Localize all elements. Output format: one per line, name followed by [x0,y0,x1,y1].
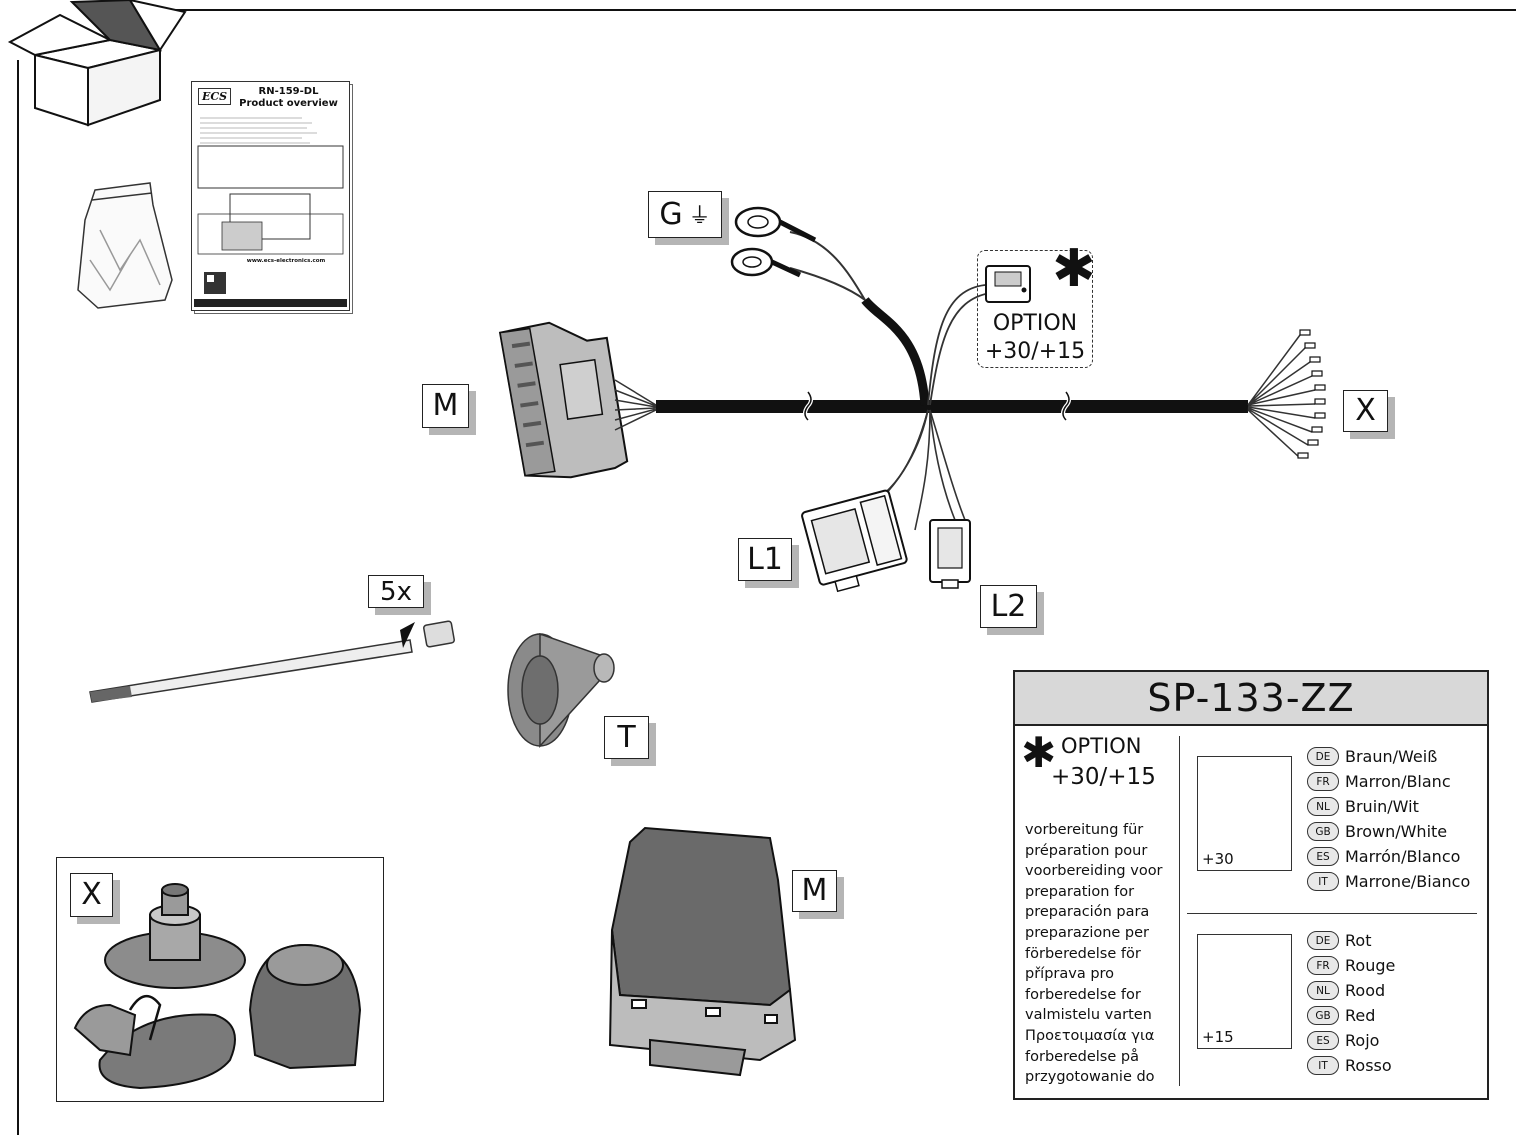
lang-badge: GB [1307,1006,1339,1025]
product-overview-sheet: ECS RN-159-DL Product overview www.ecs-e… [191,81,350,311]
list-item: GB Red [1307,1003,1395,1028]
plus15-label: +15 [1202,1028,1234,1046]
color-name: Marrone/Bianco [1345,872,1471,891]
panel-divider-horizontal [1187,913,1477,914]
prep-line: przygotowanie do [1025,1069,1155,1086]
harness-icon [498,206,1326,593]
label-l1: L1 [738,538,792,581]
list-item: FR Marron/Blanc [1307,769,1470,794]
label-module: M [792,870,837,912]
lang-badge: DE [1307,747,1339,766]
color-name: Marrón/Blanco [1345,847,1461,866]
lang-badge: IT [1307,872,1339,891]
lang-badge: FR [1307,772,1339,791]
list-item: ES Rojo [1307,1028,1395,1053]
list-item: NL Rood [1307,978,1395,1003]
option-word: OPTION [992,311,1078,336]
socket-kit-icon [73,883,362,1090]
option-callout [977,250,1093,368]
color-name: Rouge [1345,956,1396,975]
module-icon [608,826,797,1077]
label-l2: L2 [980,585,1037,628]
preparation-list: vorbereitung für préparation pour voorbe… [1025,820,1177,1088]
color-name: Braun/Weiß [1345,747,1438,766]
prep-line: förberedelse för [1025,945,1141,962]
color-name: Rood [1345,981,1386,1000]
cable-tie-icon [89,620,455,703]
color-name: Rosso [1345,1056,1392,1075]
label-x: X [1343,390,1388,432]
list-item: IT Marrone/Bianco [1307,869,1470,894]
panel-asterisk-icon: ✱ [1021,728,1057,777]
x-kit-frame [56,857,384,1102]
list-item: ES Marrón/Blanco [1307,844,1470,869]
ground-letter: G [659,196,683,232]
sp-title: SP-133-ZZ [1015,672,1487,726]
prep-line: forberedelse for [1025,986,1141,1003]
sp-panel: SP-133-ZZ ✱ OPTION +30/+15 vorbereitung … [1013,670,1489,1100]
panel-divider-vertical [1179,736,1180,1086]
ground-label: G ⏚ [648,191,722,238]
lang-badge: DE [1307,931,1339,950]
list-item: NL Bruin/Wit [1307,794,1470,819]
color-name: Bruin/Wit [1345,797,1419,816]
prep-line: préparation pour [1025,842,1148,859]
plus30-label: +30 [1202,850,1234,868]
lang-badge: ES [1307,1031,1339,1050]
box-icon [7,0,187,127]
list-item: DE Rot [1307,928,1395,953]
option-text: OPTION +30/+15 [977,310,1093,366]
sheet-title: Product overview [239,98,338,109]
asterisk-icon: ✱ [1052,239,1096,299]
list-item: GB Brown/White [1307,819,1470,844]
grommet-icon [507,632,615,748]
list-item: IT Rosso [1307,1053,1395,1078]
prep-line: preparation for [1025,883,1135,900]
color-name: Rojo [1345,1031,1380,1050]
label-m-connector: M [422,384,469,428]
color-list-15: DE Rot FR Rouge NL Rood GB Red ES Rojo IT Ross… [1307,928,1395,1078]
prep-line: preparazione per [1025,924,1150,941]
sheet-url: www.ecs-electronics.com [246,258,326,264]
list-item: DE Braun/Weiß [1307,744,1470,769]
ecs-logo: ECS [198,88,232,105]
label-quantity: 5x [368,575,424,608]
lang-badge: FR [1307,956,1339,975]
option-value: +30/+15 [984,339,1086,364]
plus30-icon-frame: +30 [1197,756,1292,871]
lang-badge: GB [1307,822,1339,841]
prep-line: valmistelu varten [1025,1007,1152,1024]
bag-icon [77,182,173,309]
panel-option-word: OPTION [1061,734,1142,758]
label-grommet: T [604,716,649,759]
lang-badge: IT [1307,1056,1339,1075]
frame-top-line [165,9,1516,11]
lang-badge: NL [1307,981,1339,1000]
prep-line: vorbereitung für [1025,822,1144,838]
color-name: Brown/White [1345,822,1448,841]
color-name: Marron/Blanc [1345,772,1451,791]
prep-line: preparación para [1025,904,1150,921]
prep-line: příprava pro [1025,966,1115,983]
color-name: Red [1345,1006,1376,1025]
panel-option-value: +30/+15 [1051,764,1156,790]
prep-line: forberedelse på [1025,1048,1139,1065]
prep-line: Προετοιμασία για [1025,1027,1155,1044]
list-item: FR Rouge [1307,953,1395,978]
lang-badge: ES [1307,847,1339,866]
prep-line: voorbereiding voor [1025,863,1163,880]
lang-badge: NL [1307,797,1339,816]
ground-icon: ⏚ [688,203,711,229]
label-x-kit: X [70,873,113,917]
sheet-body-graphic [194,117,347,307]
sheet-code: RN-159-DL [258,86,319,97]
plus15-icon-frame: +15 [1197,934,1292,1049]
frame-left-line [17,60,19,1135]
color-name: Rot [1345,931,1372,950]
